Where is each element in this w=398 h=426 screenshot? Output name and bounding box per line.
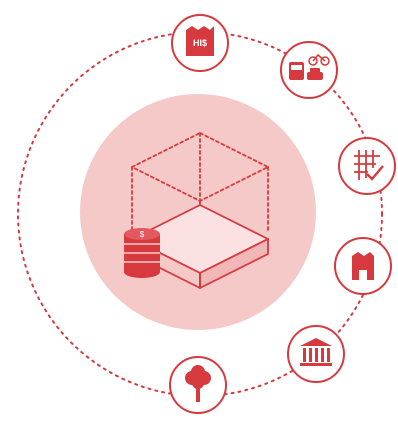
grid-check-icon bbox=[354, 150, 384, 181]
node-green bbox=[169, 356, 227, 414]
dotted-orbit bbox=[17, 31, 383, 397]
building-his-icon: HI$ bbox=[186, 26, 214, 56]
coin-stack-icon: $ bbox=[124, 228, 160, 278]
store-icon bbox=[352, 252, 374, 280]
node-store bbox=[334, 237, 392, 295]
node-planning bbox=[338, 137, 396, 195]
bank-icon bbox=[300, 338, 332, 366]
transport-icon bbox=[289, 53, 330, 80]
his-label: HI$ bbox=[193, 38, 207, 48]
node-transport bbox=[280, 41, 338, 99]
node-his: HI$ bbox=[171, 14, 229, 72]
svg-text:$: $ bbox=[140, 230, 145, 239]
node-institution bbox=[287, 325, 345, 383]
tree-icon bbox=[185, 365, 211, 402]
property-value-cube-icon bbox=[131, 132, 269, 289]
